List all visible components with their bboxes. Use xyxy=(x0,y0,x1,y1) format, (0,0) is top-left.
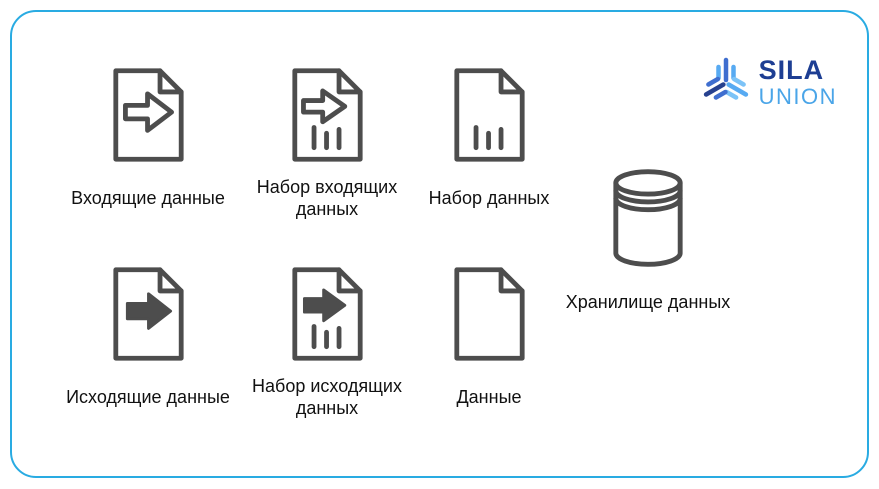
data-icon xyxy=(453,267,525,361)
outgoing-data-icon xyxy=(112,267,184,361)
item-data: Данные xyxy=(394,264,584,420)
item-label: Набор исходящих данных xyxy=(252,376,402,418)
item-incoming-dataset: Набор входящих данных xyxy=(232,65,422,221)
item-dataset: Набор данных xyxy=(394,65,584,221)
diagram-card: Входящие данные Набор входящих данных На… xyxy=(10,10,869,478)
item-label: Входящие данные xyxy=(71,188,225,208)
item-data-store: Хранилище данных xyxy=(553,167,743,325)
item-label: Хранилище данных xyxy=(565,292,731,312)
item-outgoing-data: Исходящие данные xyxy=(53,264,243,420)
dataset-icon xyxy=(453,68,525,162)
logo-text-union: UNION xyxy=(758,83,837,109)
sila-union-logo-icon xyxy=(703,57,748,100)
incoming-dataset-icon xyxy=(291,68,363,162)
sila-union-logo: SILA UNION xyxy=(701,56,837,108)
item-outgoing-dataset: Набор исходящих данных xyxy=(232,264,422,420)
item-incoming-data: Входящие данные xyxy=(53,65,243,221)
item-label: Данные xyxy=(456,387,522,407)
data-store-icon xyxy=(613,169,683,267)
incoming-data-icon xyxy=(112,68,184,162)
item-label: Набор данных xyxy=(428,188,550,208)
item-label: Исходящие данные xyxy=(66,387,230,407)
logo-text-sila: SILA xyxy=(758,54,825,85)
item-label: Набор входящих данных xyxy=(256,177,398,219)
outgoing-dataset-icon xyxy=(291,267,363,361)
